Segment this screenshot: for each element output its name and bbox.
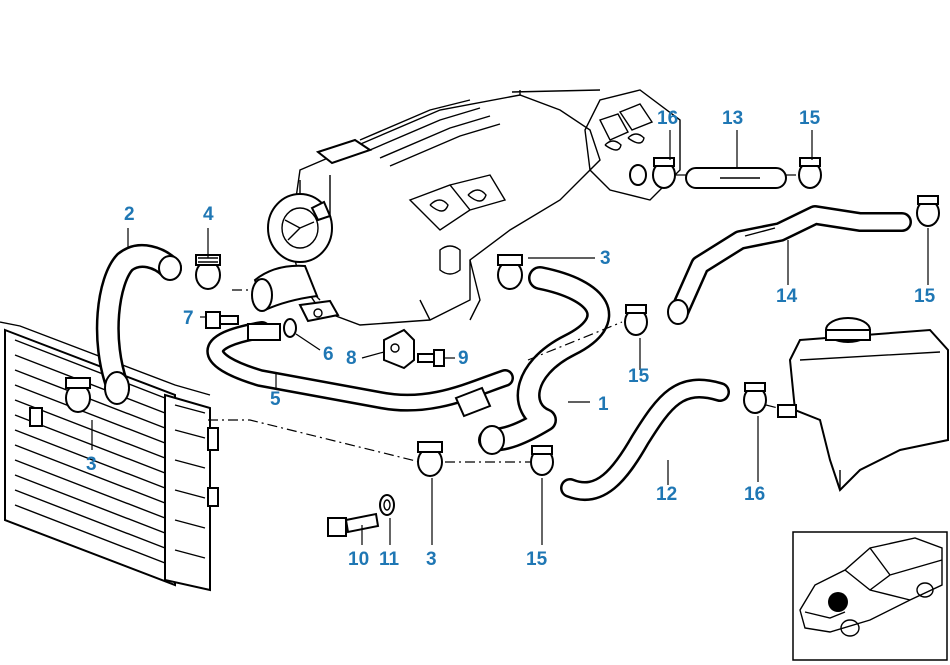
callout-3-radiator: 3 [86, 454, 97, 475]
callout-3-upper: 3 [600, 248, 611, 269]
callout-15-lower: 15 [526, 549, 548, 570]
leader-lines [91, 130, 929, 545]
bracket-8 [383, 328, 415, 370]
hose-12 [560, 378, 730, 501]
callout-8: 8 [346, 348, 357, 369]
clamp-16-b [743, 382, 767, 414]
callout-9: 9 [458, 348, 469, 369]
callout-4: 4 [203, 204, 214, 225]
callout-labels: 2 4 3 16 13 15 7 6 8 9 5 1 14 15 15 3 12… [86, 108, 936, 570]
callout-11: 11 [379, 549, 400, 570]
bolt-9 [417, 349, 445, 367]
bolt-7 [205, 311, 239, 329]
callout-1: 1 [598, 394, 609, 415]
callout-6: 6 [323, 344, 334, 365]
water-pump-housing [251, 193, 340, 323]
callout-3-lower: 3 [426, 549, 437, 570]
expansion-tank [777, 317, 949, 492]
bolt-10 [327, 512, 380, 537]
hose-13 [685, 167, 787, 189]
callout-15-right: 15 [914, 286, 936, 307]
clamp-15-d [916, 195, 940, 227]
clamp-15-c [798, 157, 822, 189]
clamp-3-lower [417, 441, 443, 477]
dashed-assembly-lines [208, 174, 800, 463]
callout-7: 7 [183, 308, 194, 329]
clamp-16-a [652, 157, 676, 189]
callout-5: 5 [270, 389, 281, 410]
washer-11 [379, 494, 395, 516]
callout-12: 12 [656, 484, 677, 505]
clamp-3-upper [497, 254, 523, 290]
callout-2: 2 [124, 204, 135, 225]
clamp-4 [195, 254, 221, 290]
clamp-15-a [624, 304, 648, 336]
seal-ring-6 [283, 318, 297, 338]
clamp-3-radiator [65, 377, 91, 413]
pipe-5 [206, 321, 514, 418]
hose-14 [667, 205, 912, 325]
callout-10: 10 [348, 549, 369, 570]
callout-16-upper: 16 [657, 108, 678, 129]
callout-13: 13 [722, 108, 743, 129]
callout-14: 14 [776, 286, 798, 307]
radiator [0, 321, 219, 592]
hose-1-lower [478, 266, 611, 455]
callout-16-lower: 16 [744, 484, 765, 505]
callout-15-mid: 15 [628, 366, 650, 387]
clamp-15-b [530, 445, 554, 476]
car-location-thumbnail[interactable] [792, 531, 948, 661]
hose-2-radiator-upper [95, 244, 182, 405]
cylinder-head-outlet [584, 89, 681, 201]
callout-15-upper: 15 [799, 108, 821, 129]
